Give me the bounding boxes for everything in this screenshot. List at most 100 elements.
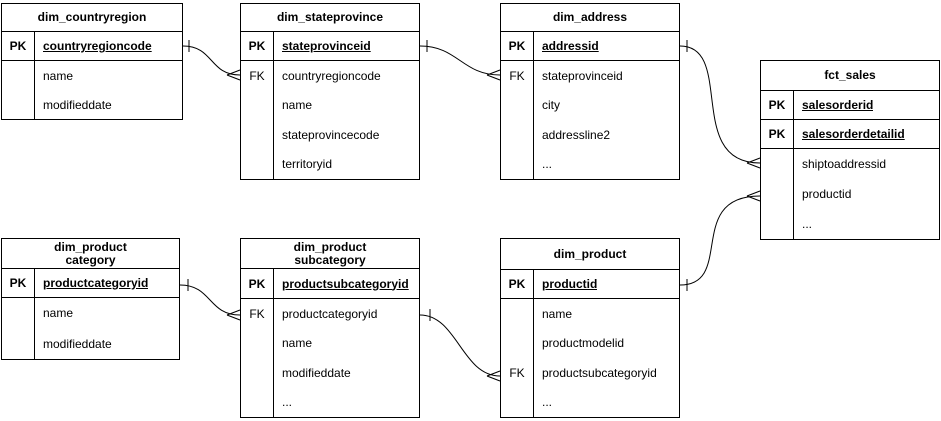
key-cell (2, 61, 35, 90)
column-name: countryregioncode (43, 39, 152, 53)
entity-dim-address[interactable]: dim_address PK addressid FK stateprovinc… (500, 3, 680, 180)
pk-badge: PK (2, 32, 35, 60)
key-cell (501, 299, 534, 329)
column-name: productmodelid (542, 336, 625, 351)
table-row: shiptoaddressid (761, 149, 939, 179)
column-name: ... (282, 395, 293, 410)
key-cell (2, 90, 35, 119)
column-name: modifieddate (43, 97, 112, 112)
entity-title: dim_stateprovince (241, 4, 419, 32)
relation-line (419, 45, 501, 76)
entity-fct-sales[interactable]: fct_sales PK salesorderid PK salesorderd… (760, 60, 940, 240)
column-name: stateprovinceid (542, 68, 623, 83)
relation-line (679, 45, 761, 164)
crow-foot-icon (226, 309, 241, 321)
table-row: FK productcategoryid (241, 299, 419, 329)
crow-foot-icon (486, 69, 501, 81)
table-row: modifieddate (241, 358, 419, 388)
pk-badge: PK (761, 91, 794, 119)
table-row: modifieddate (2, 90, 182, 119)
pk-badge: PK (241, 269, 274, 298)
table-row: PK productcategoryid (2, 269, 179, 298)
column-name: territoryid (282, 157, 333, 172)
key-cell (501, 387, 534, 417)
table-row: PK salesorderid (761, 91, 939, 120)
pk-badge: PK (761, 120, 794, 148)
key-cell (241, 149, 274, 179)
table-row: ... (241, 387, 419, 417)
key-cell (241, 90, 274, 120)
table-row: name (241, 90, 419, 120)
relation-line (419, 314, 501, 377)
column-name: addressline2 (542, 127, 611, 142)
relation-countryregion-stateprovince[interactable] (182, 40, 241, 81)
key-cell (501, 120, 534, 150)
pk-badge: PK (241, 32, 274, 60)
table-row: PK productsubcategoryid (241, 269, 419, 299)
table-row: name (2, 61, 182, 90)
entity-title: dim_address (501, 4, 679, 32)
column-name: name (43, 306, 74, 321)
relation-productcategory-productsubcategory[interactable] (179, 279, 241, 321)
entity-title: fct_sales (761, 61, 939, 91)
column-name: salesorderdetailid (802, 127, 905, 141)
key-cell (2, 328, 35, 359)
column-name: productcategoryid (282, 306, 378, 321)
table-row: PK addressid (501, 32, 679, 61)
table-row: territoryid (241, 149, 419, 179)
table-row: productid (761, 179, 939, 209)
relation-stateprovince-address[interactable] (419, 40, 501, 81)
table-row: addressline2 (501, 120, 679, 150)
fk-badge: FK (241, 61, 274, 91)
table-row: PK salesorderdetailid (761, 120, 939, 149)
key-cell (241, 387, 274, 417)
entity-dim-countryregion[interactable]: dim_countryregion PK countryregioncode n… (1, 3, 183, 120)
key-cell (761, 179, 794, 209)
table-row: PK productid (501, 270, 679, 299)
table-row: name (241, 328, 419, 358)
entity-title: dim_product category (2, 239, 179, 269)
entity-title: dim_countryregion (2, 4, 182, 32)
column-name: name (282, 336, 313, 351)
pk-badge: PK (2, 269, 35, 297)
entity-dim-productcategory[interactable]: dim_product category PK productcategoryi… (1, 238, 180, 360)
column-name: countryregioncode (282, 68, 381, 83)
key-cell (761, 209, 794, 239)
entity-dim-stateprovince[interactable]: dim_stateprovince PK stateprovinceid FK … (240, 3, 420, 180)
key-cell (2, 298, 35, 329)
pk-badge: PK (501, 32, 534, 60)
relation-line (182, 45, 241, 76)
table-row: modifieddate (2, 328, 179, 359)
key-cell (761, 149, 794, 179)
crow-foot-icon (226, 69, 241, 81)
relation-productsubcategory-product[interactable] (419, 309, 501, 382)
relation-line (179, 284, 241, 316)
column-name: productcategoryid (43, 276, 149, 290)
crow-foot-icon (486, 370, 501, 382)
entity-title: dim_product (501, 239, 679, 270)
table-row: PK stateprovinceid (241, 32, 419, 61)
column-name: name (282, 98, 313, 113)
relation-product-fctsales[interactable] (679, 190, 761, 291)
pk-badge: PK (501, 270, 534, 298)
crow-foot-icon (746, 157, 761, 169)
fk-badge: FK (241, 299, 274, 329)
fk-badge: FK (501, 61, 534, 91)
table-row: FK countryregioncode (241, 61, 419, 91)
column-name: productsubcategoryid (542, 365, 657, 380)
crow-foot-icon (746, 190, 761, 202)
table-row: stateprovincecode (241, 120, 419, 150)
entity-dim-productsubcategory[interactable]: dim_product subcategory PK productsubcat… (240, 238, 420, 418)
key-cell (241, 120, 274, 150)
column-name: stateprovinceid (282, 39, 371, 53)
table-row: productmodelid (501, 328, 679, 358)
relation-address-fctsales[interactable] (679, 40, 761, 169)
column-name: city (542, 98, 560, 113)
table-row: ... (501, 149, 679, 179)
key-cell (501, 90, 534, 120)
entity-dim-product[interactable]: dim_product PK productid name productmod… (500, 238, 680, 418)
table-row: name (501, 299, 679, 329)
entity-title: dim_product subcategory (241, 239, 419, 269)
column-name: productid (542, 277, 598, 291)
